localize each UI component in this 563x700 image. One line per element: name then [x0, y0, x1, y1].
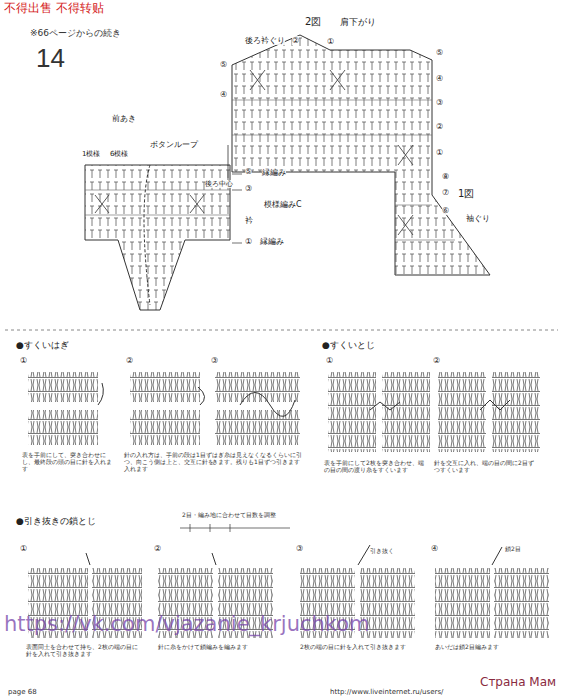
label-text: ① — [20, 356, 27, 365]
label-text: ③ — [436, 98, 443, 107]
label-text: 後ろ中心 — [205, 180, 233, 188]
label-text: ●すくいとじ — [322, 340, 375, 350]
label-text: 肩下がり — [340, 17, 376, 27]
label-text: ② — [433, 356, 440, 365]
label-text: 表を手前にして、突き合わせにし、最終段の頭の目に針を入れます — [22, 452, 112, 473]
label-text: 縁編み — [260, 237, 284, 246]
label-text: ③ — [296, 544, 303, 553]
label-text: 鎖2目 — [505, 546, 521, 553]
label-text: https://vk.com/vjazanie_krjuchkom — [4, 612, 370, 636]
label-text: 14 — [36, 44, 65, 74]
label-text: ① — [436, 148, 443, 157]
label-text: ① — [326, 356, 333, 365]
label-text: ④ — [220, 90, 227, 99]
label-text: 前あき — [112, 114, 136, 123]
label-text: ④ — [431, 544, 438, 553]
label-text: ●引き抜きの鎖とじ — [16, 516, 96, 526]
label-text: ③ — [245, 184, 252, 193]
label-text: ●すくいはぎ — [16, 340, 69, 350]
label-text: 針に糸をかけて鎖編みを編みます — [158, 644, 273, 651]
label-text: ② — [436, 122, 443, 131]
label-text: ③ — [211, 356, 218, 365]
label-text: ⑧ — [442, 172, 449, 181]
label-text: page 68 — [8, 688, 37, 696]
label-text: ⑦ — [442, 188, 449, 197]
label-text: ① — [20, 544, 27, 553]
label-text: ⑥ — [442, 206, 449, 215]
label-text: http://www.liveinternet.ru/users/ — [330, 688, 443, 696]
label-text: 引き抜く — [370, 548, 394, 555]
label-text: ⑤ — [220, 60, 227, 69]
label-text: ⑤ — [245, 167, 252, 176]
label-text: 袖ぐり — [466, 214, 490, 223]
label-text: 表面同士を合わせて持ち、2枚の端の目に針を入れて引き抜きます — [26, 644, 141, 658]
label-text: ボタンループ — [150, 140, 198, 149]
label-text: 2図 — [305, 16, 321, 28]
label-text: 表を手前にして2枚を突き合わせ、端の目の間の渡り糸をすくいます — [324, 460, 429, 474]
label-text: 1図 — [458, 188, 474, 200]
label-text: 6模様 — [110, 150, 128, 158]
label-text: 衿 — [245, 216, 253, 225]
label-text: あいだは鎖2目編みます — [435, 644, 550, 651]
label-text: 2枚の端の目に針を入れて引き抜きます — [300, 644, 415, 651]
label-text: 模様編みC — [264, 200, 302, 209]
label-text: ① — [327, 37, 334, 46]
label-text: ※66ページからの続き — [30, 28, 121, 38]
label-text: ⑤ — [436, 48, 443, 57]
label-text: はぎ糸は見えなくなるくらいに引きます。残りも1目ずつ引きます — [212, 452, 307, 466]
label-text: 2目・編み地に合わせて目数を調整 — [182, 512, 276, 519]
label-text: ① — [245, 237, 252, 246]
label-text: ② — [126, 356, 133, 365]
label-text: 後ろ衿ぐり — [245, 36, 285, 45]
label-text: 1模様 — [82, 150, 100, 158]
label-text: 針を交互に入れ、端の目の間に2目ずつすくいます — [434, 460, 539, 474]
label-text: ④ — [436, 74, 443, 83]
label-text: ② — [292, 36, 299, 45]
label-text: 不得出售 不得转贴 — [4, 2, 104, 16]
label-text: 針の入れ方は、手前の段は1目ずつ、向こう側は上と、交互に針を入れます — [124, 452, 214, 473]
label-text: 縁編み — [262, 168, 286, 177]
label-text: ② — [154, 544, 161, 553]
label-text: Страна Мам — [480, 676, 556, 690]
